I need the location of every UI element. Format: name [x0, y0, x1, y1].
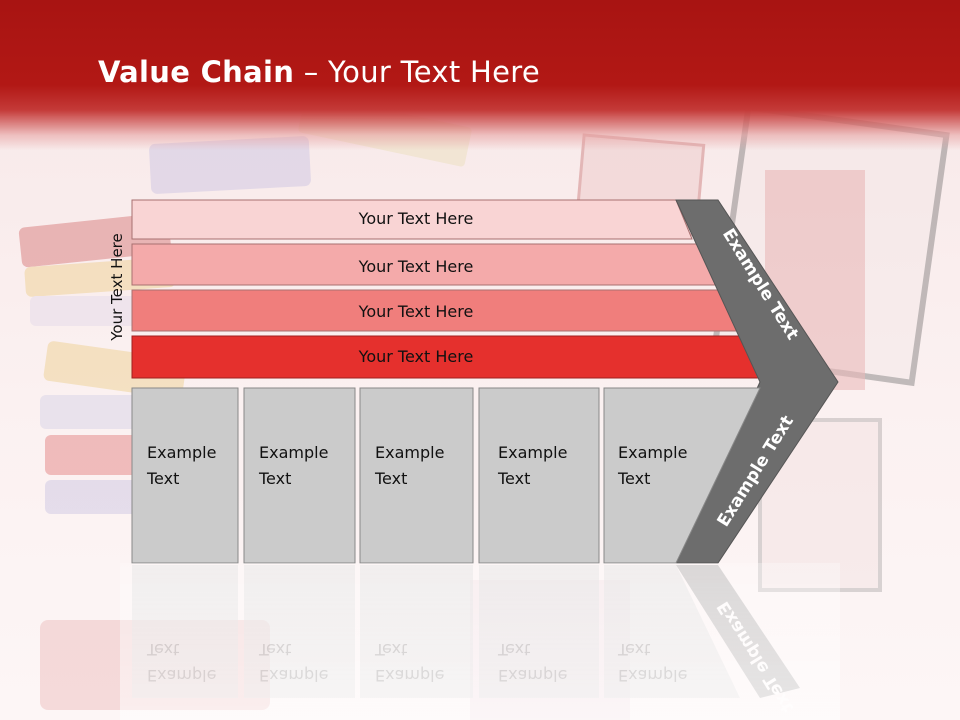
primary-box-shape	[359, 387, 474, 564]
primary-box-shape	[243, 387, 356, 564]
primary-box-text-line1: Example	[259, 443, 328, 462]
primary-box-text-line1: Example	[375, 443, 444, 462]
support-row-label: Your Text Here	[358, 347, 474, 366]
support-row: Your Text Here	[131, 199, 693, 240]
primary-box-text-line2: Text	[617, 469, 650, 488]
primary-box-shape	[478, 387, 600, 564]
primary-box: Example Text	[603, 387, 761, 564]
title-bold: Value Chain	[98, 55, 295, 89]
support-row-shape	[131, 199, 693, 240]
support-row: Your Text Here	[131, 289, 740, 332]
header-banner	[0, 0, 960, 150]
primary-box-text-line2: Text	[146, 469, 179, 488]
primary-box: Example Text	[359, 387, 474, 564]
primary-box-text-line2: Text	[374, 469, 407, 488]
primary-box-text-line1: Example	[147, 443, 216, 462]
page-title: Value Chain – Your Text Here	[98, 55, 540, 89]
support-row: Your Text Here	[131, 243, 717, 286]
primary-box: Example Text	[131, 387, 239, 564]
support-row: Your Text Here	[131, 335, 764, 379]
primary-box-text-line2: Text	[258, 469, 291, 488]
primary-box: Example Text	[478, 387, 600, 564]
primary-box: Example Text	[243, 387, 356, 564]
support-row-label: Your Text Here	[358, 302, 474, 321]
primary-box-text-line1: Example	[498, 443, 567, 462]
support-row-label: Your Text Here	[358, 257, 474, 276]
primary-box-text-line1: Example	[618, 443, 687, 462]
side-label: Your Text Here	[108, 233, 126, 341]
primary-box-shape	[131, 387, 239, 564]
primary-boxes: Example Text Example Text Example Text E…	[131, 387, 761, 564]
title-rest: – Your Text Here	[294, 55, 540, 89]
support-rows: Your Text Here Your Text Here Your Text …	[131, 199, 764, 379]
reflection-fade	[120, 563, 840, 720]
support-row-label: Your Text Here	[358, 209, 474, 228]
primary-box-text-line2: Text	[497, 469, 530, 488]
